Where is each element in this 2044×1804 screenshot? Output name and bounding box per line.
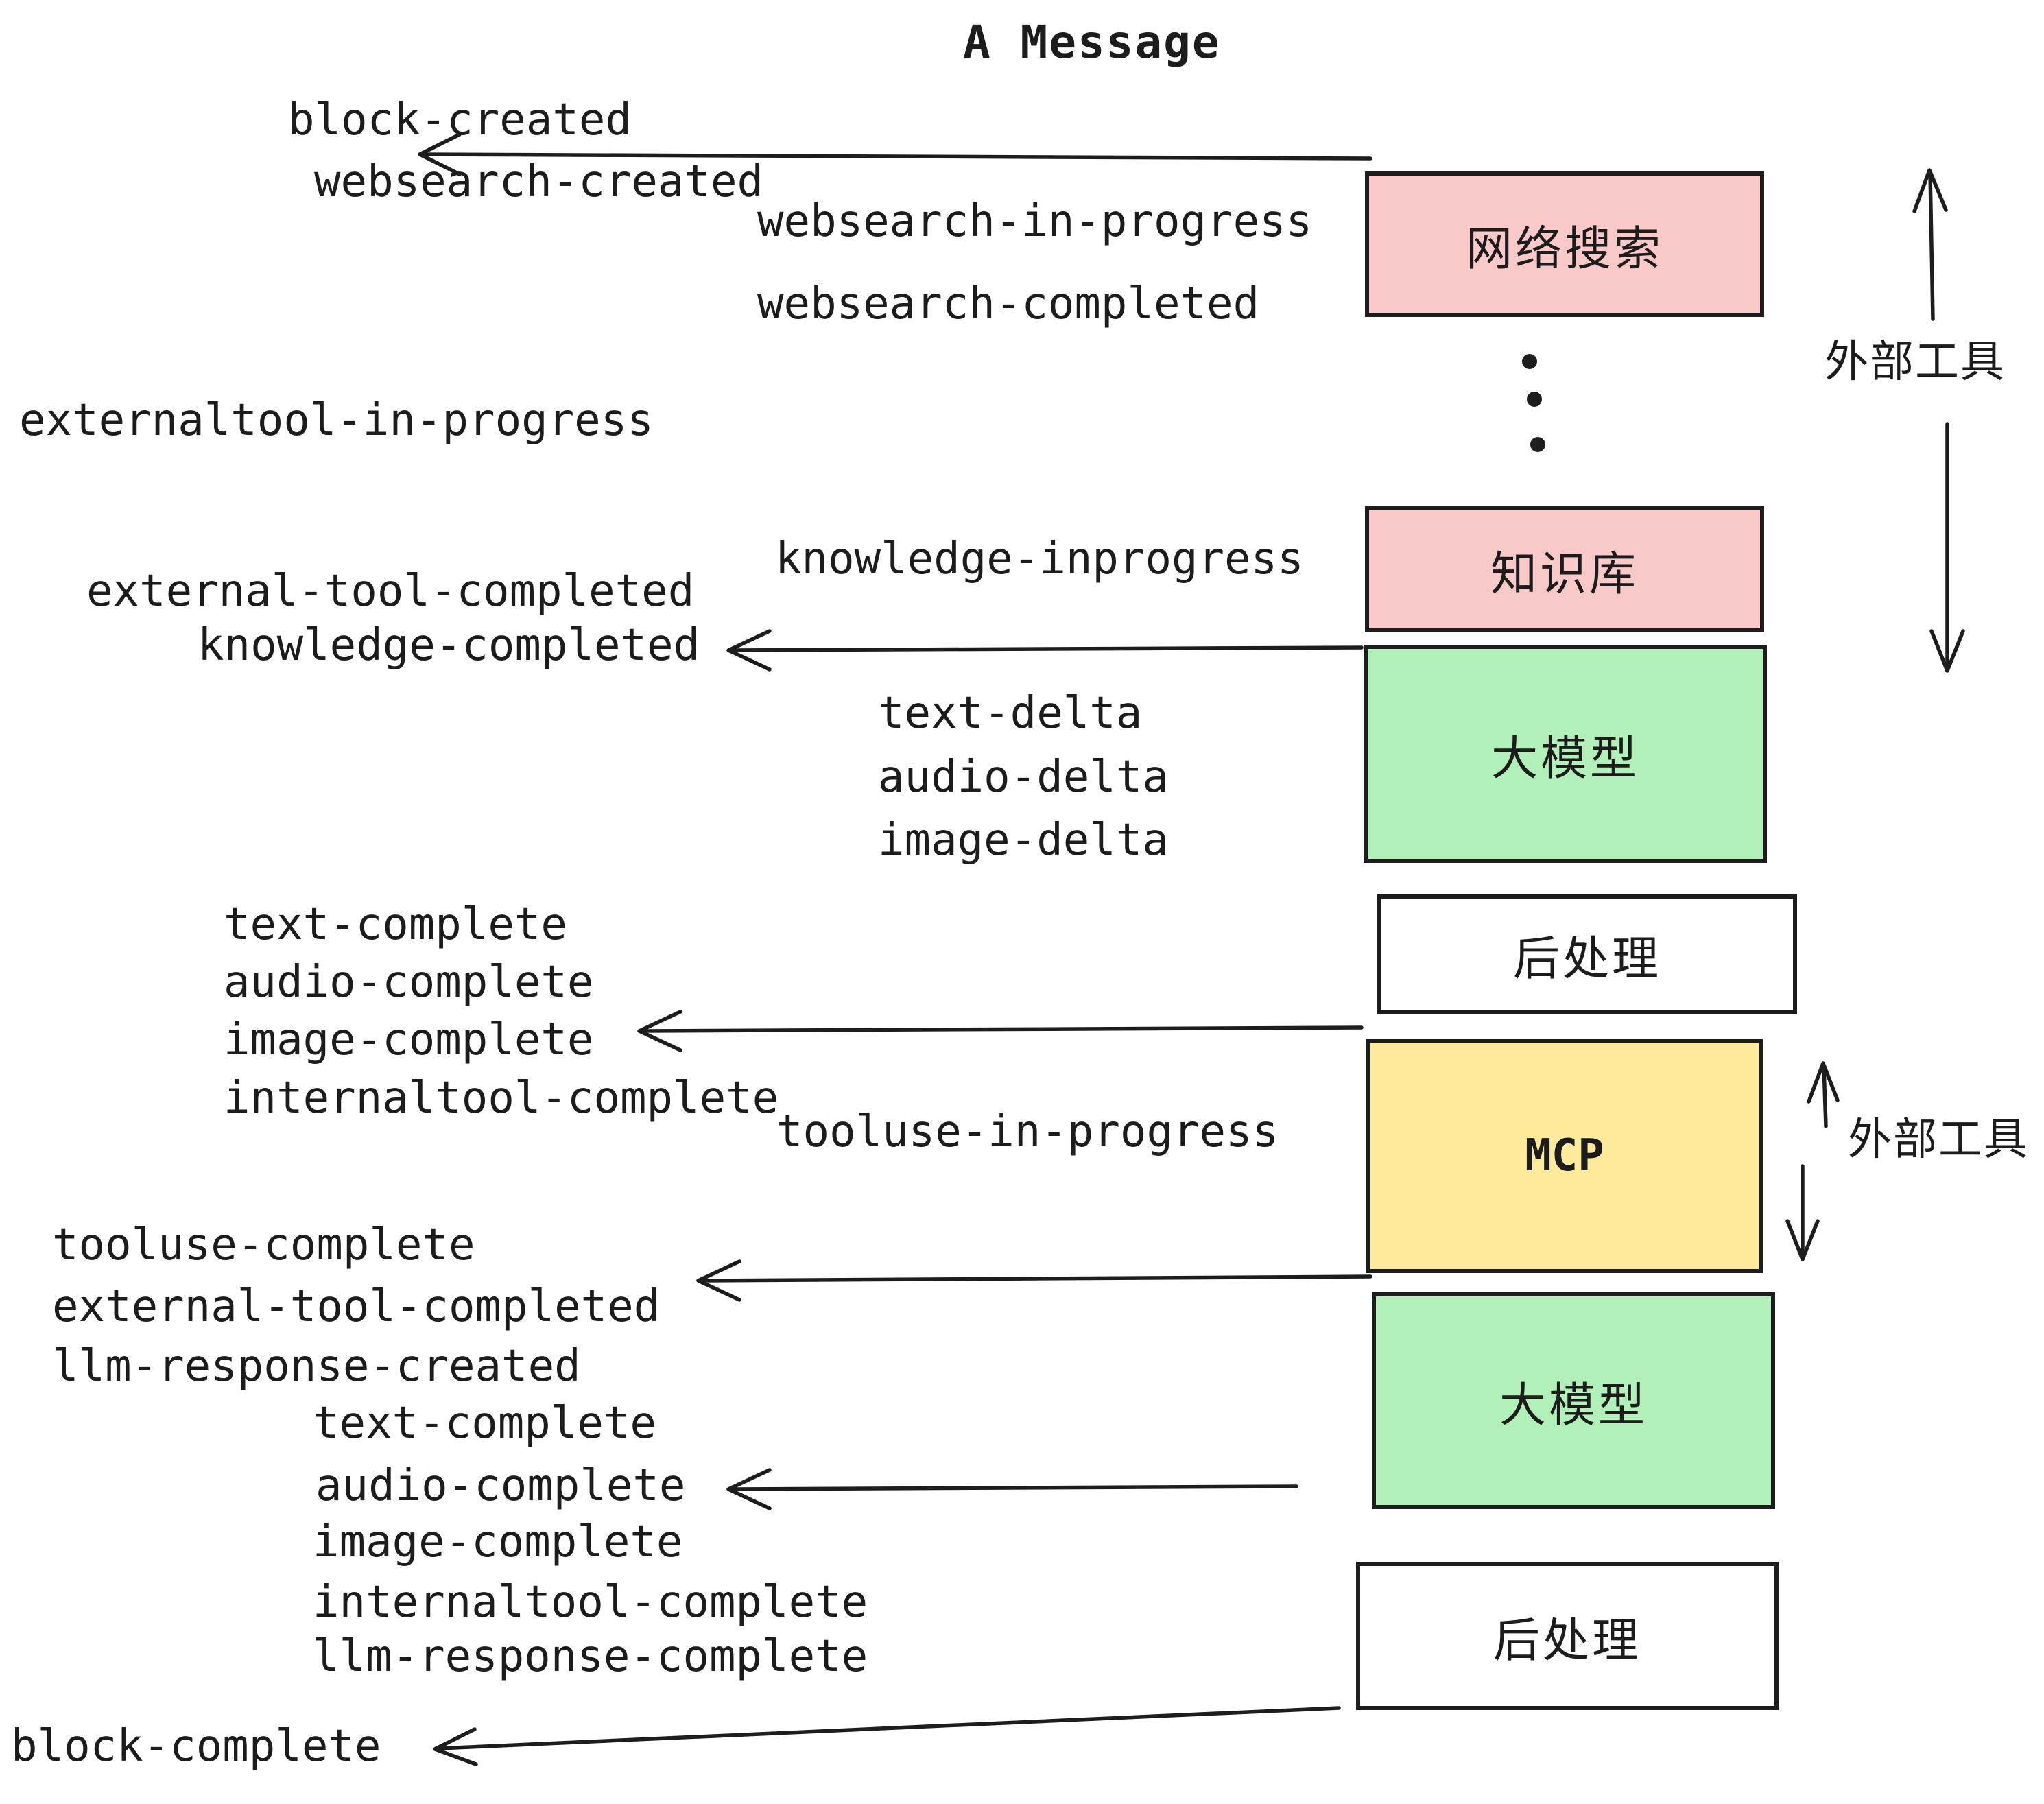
external-tools-top-up-arrow [1912,168,1948,321]
event-label-image-complete-1: image-complete [224,1014,594,1065]
arrow-llm-complete [726,1468,1298,1510]
event-label-text-complete-2: text-complete [313,1398,656,1449]
box-postprocess-1: 后处理 [1377,894,1797,1014]
event-label-tooluse-in-progress: tooluse-in-progress [776,1106,1279,1157]
box-mcp-label: MCP [1525,1130,1604,1181]
event-label-externaltool-in-progress: externaltool-in-progress [19,395,654,446]
event-label-block-created: block-created [288,95,632,145]
box-postprocess-2-label: 后处理 [1493,1613,1641,1668]
box-knowledge: 知识库 [1365,506,1764,632]
event-label-llm-response-complete: llm-response-complete [313,1631,868,1682]
external-tools-bottom-up-arrow [1807,1061,1840,1128]
event-label-websearch-in-progress: websearch-in-progress [757,196,1313,247]
box-websearch: 网络搜索 [1365,171,1764,317]
box-websearch-label: 网络搜索 [1465,222,1663,276]
event-label-websearch-created: websearch-created [314,156,764,207]
box-llm-2: 大模型 [1372,1292,1775,1509]
event-label-internaltool-complete-2: internaltool-complete [313,1577,868,1628]
event-label-image-delta-1: image-delta [878,815,1169,866]
event-label-external-tool-completed-1: external-tool-completed [86,566,695,617]
external-tools-top-label: 外部工具 [1825,337,2006,388]
arrow-block-complete [433,1706,1341,1766]
event-label-text-delta-1: text-delta [878,688,1143,739]
event-label-audio-delta-1: audio-delta [878,752,1169,803]
arrow-tooluse-complete [696,1259,1372,1302]
external-tools-top-down-arrow [1929,422,1965,673]
event-label-external-tool-completed-2: external-tool-completed [52,1281,661,1332]
box-mcp: MCP [1366,1039,1763,1273]
box-postprocess-1-label: 后处理 [1512,931,1661,986]
event-label-tooluse-complete: tooluse-complete [52,1220,475,1270]
box-llm-1: 大模型 [1364,645,1767,863]
external-tools-bottom-down-arrow [1785,1164,1820,1261]
event-label-internaltool-complete-1: internaltool-complete [224,1073,779,1124]
event-label-knowledge-inprogress: knowledge-inprogress [775,534,1304,584]
page-title: A Message [963,16,1221,69]
event-label-llm-response-created: llm-response-created [52,1341,581,1392]
event-label-image-complete-2: image-complete [313,1517,683,1567]
arrow-internal-complete [637,1010,1364,1052]
box-knowledge-label: 知识库 [1490,547,1639,602]
arrow-knowledge-completed [726,629,1364,672]
ellipsis-dots [1522,354,1545,452]
box-llm-2-label: 大模型 [1499,1378,1648,1433]
event-label-websearch-completed: websearch-completed [757,278,1260,329]
event-label-knowledge-completed: knowledge-completed [198,620,700,671]
event-label-text-complete-1: text-complete [224,899,567,950]
event-label-audio-complete-2: audio-complete [316,1460,686,1511]
box-postprocess-2: 后处理 [1356,1562,1779,1710]
external-tools-bottom-label: 外部工具 [1848,1115,2029,1165]
box-llm-1-label: 大模型 [1490,731,1639,786]
event-label-audio-complete-1: audio-complete [224,957,594,1008]
event-label-block-complete: block-complete [11,1721,381,1772]
